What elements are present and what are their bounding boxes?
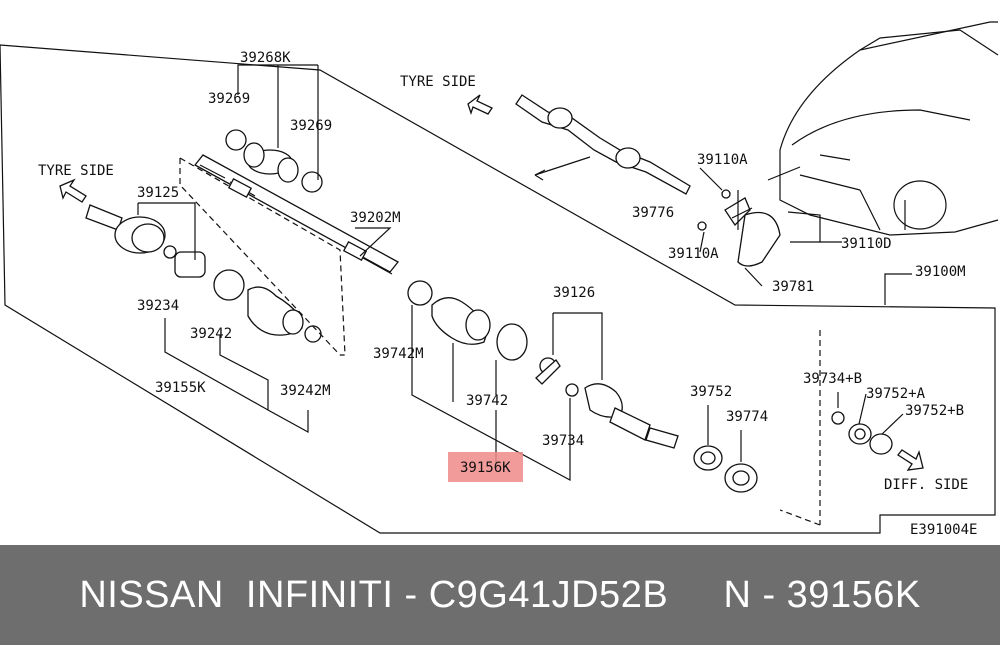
label-39242: 39242 (190, 326, 232, 342)
label-39752B: 39752+B (905, 403, 964, 419)
part-info-text: NISSAN INFINITI - C9G41JD52B N - 39156K (79, 574, 921, 616)
diff-side-arrow (897, 449, 924, 471)
seal-group-right (779, 330, 904, 526)
label-39781: 39781 (772, 279, 814, 295)
bearing-group (693, 405, 758, 493)
inner-joint-39126 (535, 312, 679, 449)
label-39242M: 39242M (280, 383, 331, 399)
shaft-assembly-top (515, 94, 821, 267)
drive-shaft-39202M (194, 154, 399, 275)
label-39110A-top: 39110A (697, 152, 748, 168)
label-39110A-bottom: 39110A (668, 246, 719, 262)
label-39776: 39776 (632, 205, 674, 221)
label-39734B: 39734+B (803, 371, 862, 387)
part-highlight (448, 452, 523, 482)
label-39155K: 39155K (155, 380, 206, 396)
label-39734: 39734 (542, 433, 584, 449)
tyre-side-left-arrow (59, 178, 87, 203)
label-39125: 39125 (137, 185, 179, 201)
boot-kit-39268K (225, 64, 323, 193)
label-tyre-side-left: TYRE SIDE (38, 163, 114, 179)
label-39752: 39752 (690, 384, 732, 400)
boot-kit-39156K (407, 280, 571, 482)
tyre-side-top-arrow (467, 94, 493, 116)
label-39234: 39234 (137, 298, 179, 314)
label-diff-side: DIFF. SIDE (884, 477, 968, 493)
vehicle-outline (767, 21, 999, 236)
label-39126: 39126 (553, 285, 595, 301)
label-39202M: 39202M (350, 210, 401, 226)
label-39110D: 39110D (841, 236, 892, 252)
part-info-bar: NISSAN INFINITI - C9G41JD52B N - 39156K (0, 545, 1000, 645)
label-39268K: 39268K (240, 50, 291, 66)
outer-joint-left (85, 202, 206, 278)
label-39742M: 39742M (373, 346, 424, 362)
label-diagram-code: E391004E (910, 522, 977, 538)
label-39100M: 39100M (915, 264, 966, 280)
diagram-border (0, 44, 996, 534)
label-tyre-side-top: TYRE SIDE (400, 74, 476, 90)
parts-diagram: TYRE SIDE TYRE SIDE DIFF. SIDE 39268K 39… (0, 21, 999, 538)
label-39742: 39742 (466, 393, 508, 409)
label-39752A: 39752+A (866, 386, 926, 402)
label-39156K: 39156K (460, 460, 511, 476)
shaft-assembly-box (179, 157, 346, 356)
label-39269-right: 39269 (290, 118, 332, 134)
leader-lines (699, 167, 912, 305)
label-39269-left: 39269 (208, 91, 250, 107)
label-39774: 39774 (726, 409, 768, 425)
boot-left-group (164, 269, 322, 434)
